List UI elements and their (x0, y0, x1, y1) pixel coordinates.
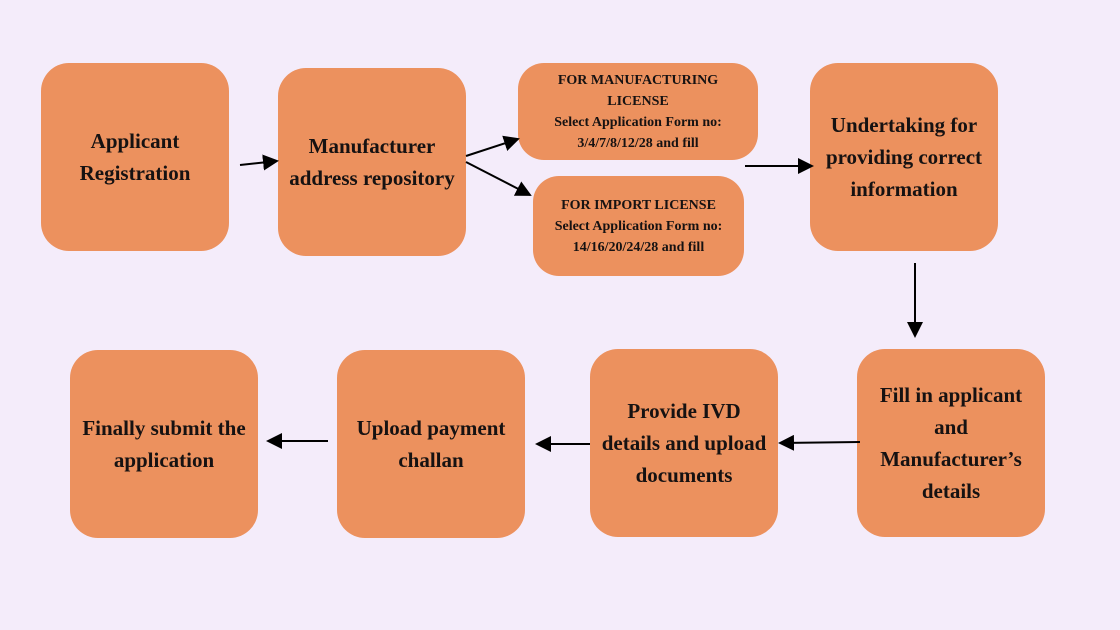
step-label: Provide IVD details and upload documents (601, 399, 767, 487)
step-undertaking: Undertaking for providing correct inform… (810, 63, 998, 251)
step-applicant-registration: Applicant Registration (41, 63, 229, 251)
step-submit: Finally submit the application (70, 350, 258, 538)
step-title: FOR IMPORT LICENSE (561, 197, 716, 213)
step-line: 14/16/20/24/28 and fill (572, 239, 705, 255)
step-label: Applicant Registration (79, 129, 191, 185)
step-upload-challan: Upload payment challan (337, 350, 525, 538)
arrow-2a (465, 135, 520, 157)
arrow-5 (778, 434, 861, 451)
step-import-license: FOR IMPORT LICENSE Select Application Fo… (533, 176, 744, 276)
step-manufacturer-address-repository: Manufacturer address repository (278, 68, 466, 256)
arrow-2b (465, 161, 532, 196)
step-fill-details: Fill in applicant and Manufacturer’s det… (857, 349, 1045, 537)
step-label: Upload payment challan (356, 416, 506, 472)
step-label: Manufacturer address repository (289, 134, 455, 190)
step-label: Finally submit the application (82, 416, 246, 472)
step-line: Select Application Form no: (554, 114, 722, 130)
step-label: Fill in applicant and Manufacturer’s det… (879, 383, 1023, 503)
arrow-1 (239, 154, 279, 171)
step-manufacturing-license: FOR MANUFACTURING LICENSE Select Applica… (518, 63, 758, 160)
step-line: 3/4/7/8/12/28 and fill (577, 135, 699, 151)
step-line: Select Application Form no: (554, 218, 723, 234)
step-label: Undertaking for providing correct inform… (825, 113, 983, 201)
step-provide-ivd: Provide IVD details and upload documents (590, 349, 778, 537)
step-title: FOR MANUFACTURING LICENSE (557, 72, 719, 109)
